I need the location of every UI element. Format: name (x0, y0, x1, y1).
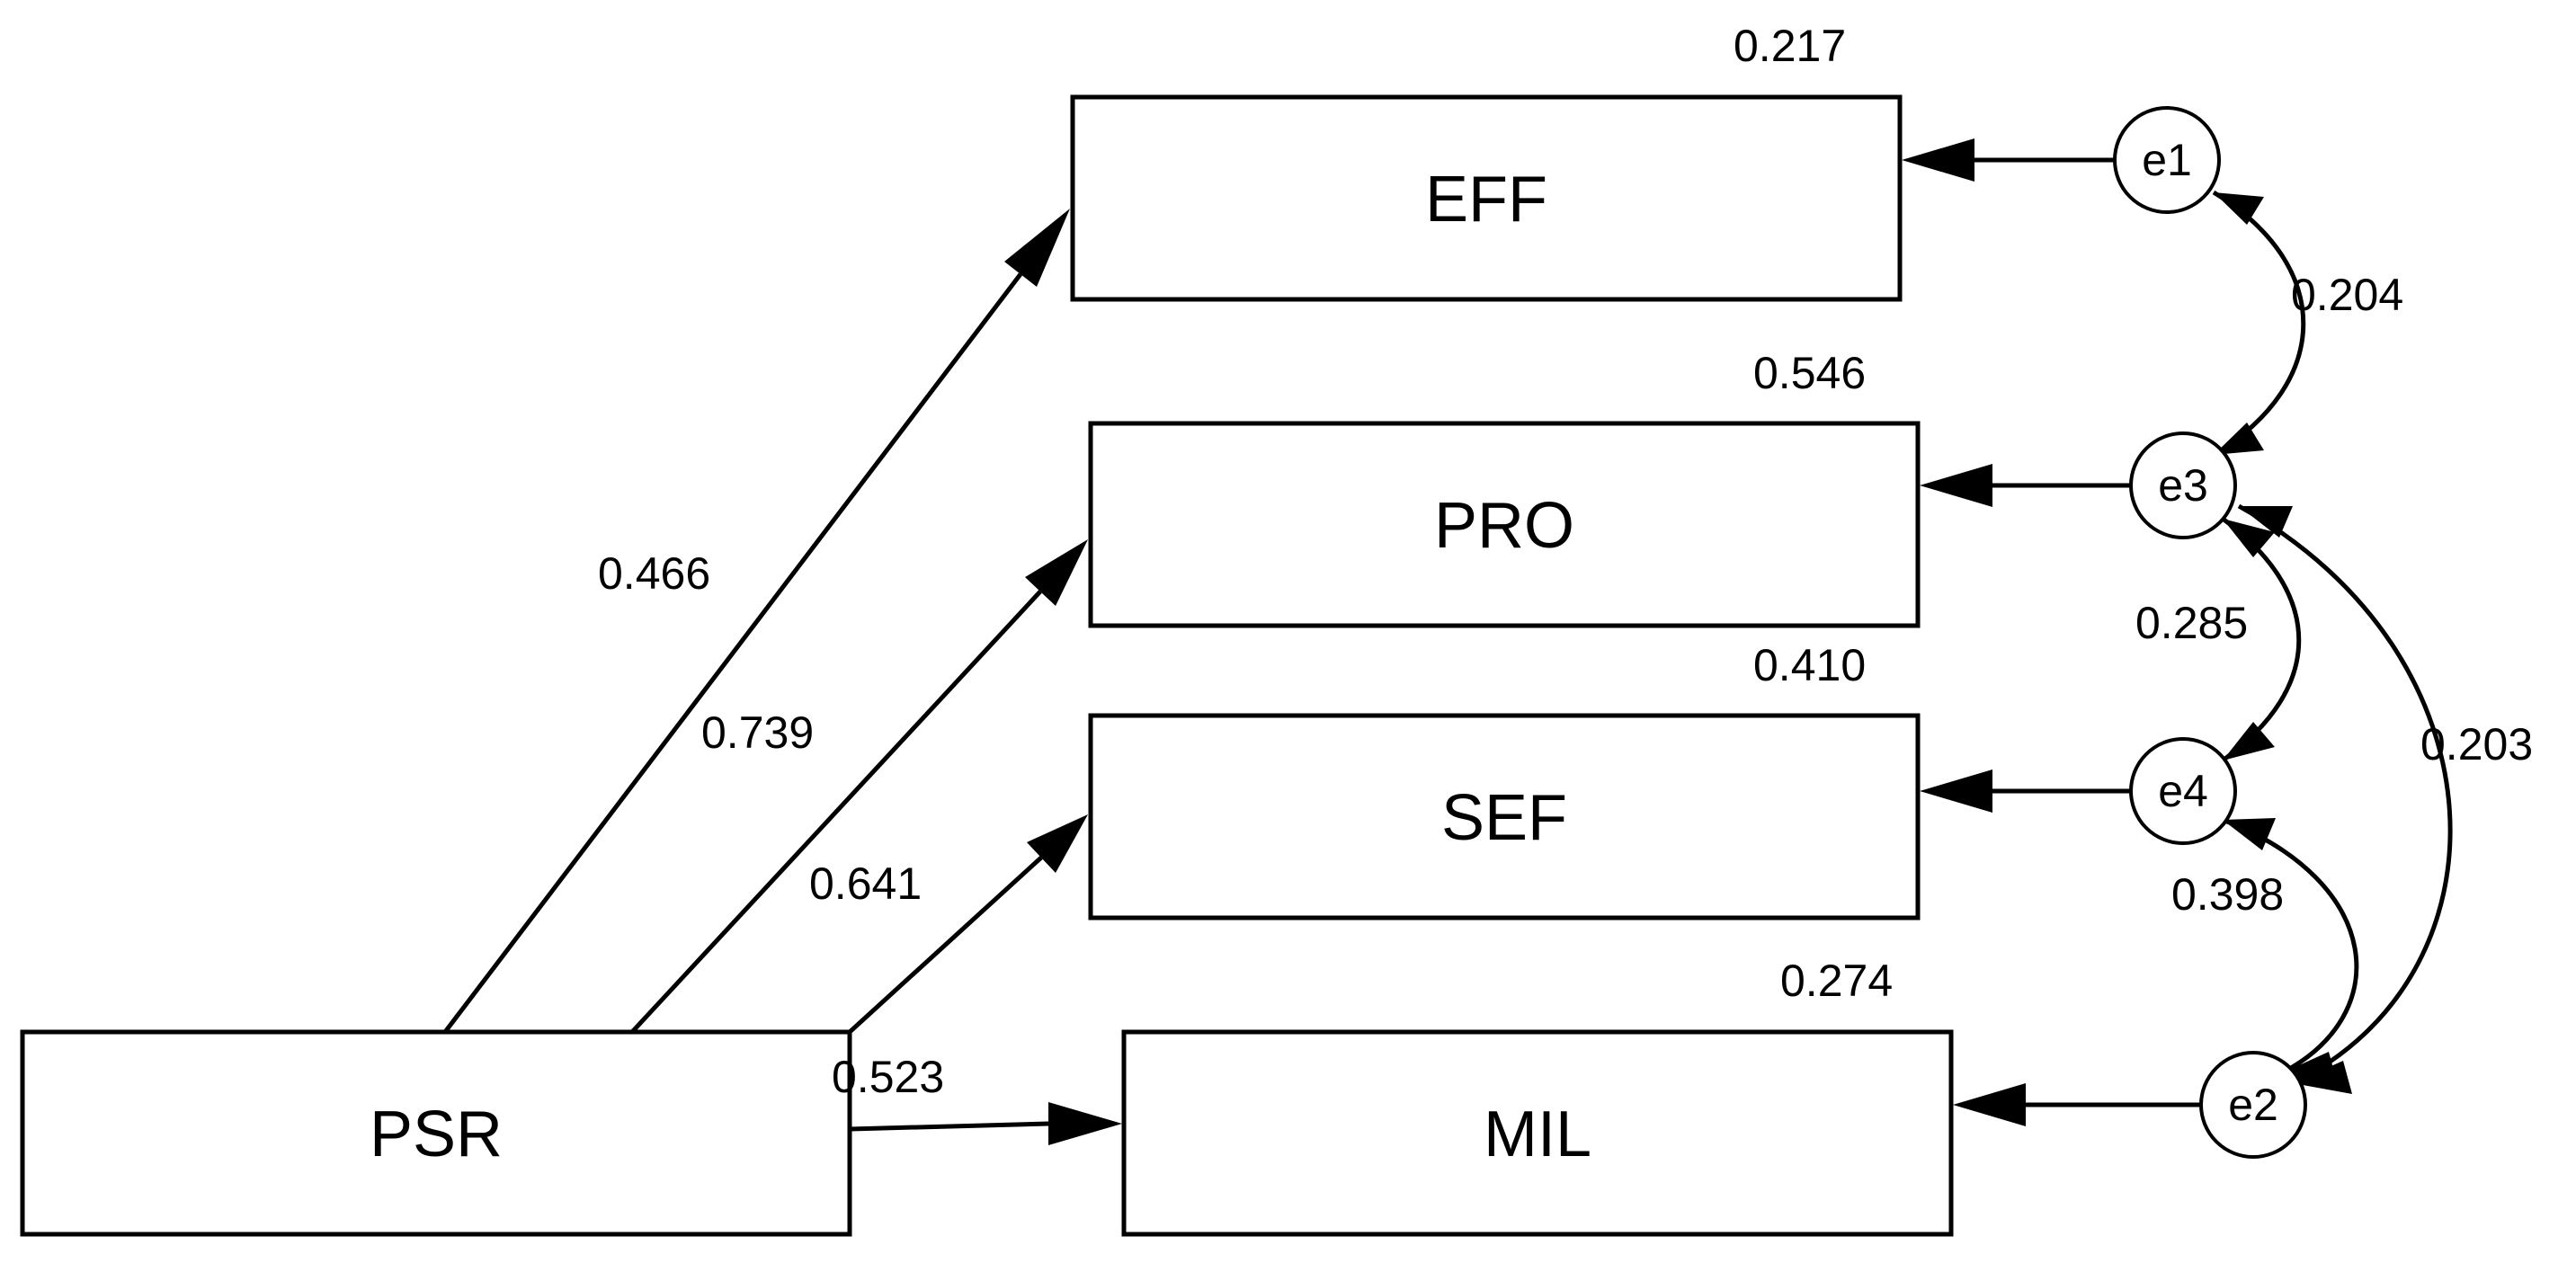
variance-mil: 0.274 (1780, 956, 1893, 1006)
covariance-coef-e4-e2: 0.398 (2171, 869, 2284, 920)
arrowhead-e2 (1953, 1083, 2026, 1126)
path-psr-pro (630, 590, 1042, 1034)
error-e1 (2113, 106, 2221, 214)
arrowhead-mil (1048, 1102, 1122, 1145)
covariance-e1-e3-head-top (2214, 192, 2264, 225)
path-psr-eff (443, 272, 1022, 1034)
node-psr (20, 1029, 852, 1237)
arrowhead-e4 (1920, 769, 1992, 813)
covariance-coef-e3-e4: 0.285 (2135, 598, 2248, 648)
error-e3 (2129, 431, 2237, 539)
covariance-e3-e4-head-bottom (2223, 722, 2275, 760)
arrowhead-pro (1025, 539, 1088, 606)
path-coef-psr-mil: 0.523 (832, 1052, 944, 1102)
arrowhead-sef (1027, 814, 1088, 873)
path-psr-sef (848, 856, 1043, 1034)
covariance-e4-e2 (2222, 817, 2359, 1077)
covariance-e3-e4-head-top (2223, 519, 2275, 557)
error-e4 (2129, 737, 2237, 845)
variance-eff: 0.217 (1734, 21, 1846, 71)
variance-sef: 0.410 (1753, 640, 1866, 690)
covariance-e1-e3-head-bottom (2214, 422, 2264, 455)
variance-pro: 0.546 (1753, 348, 1866, 398)
covariance-e1-e3 (2212, 190, 2306, 458)
arrowhead-e3 (1920, 464, 1992, 507)
node-pro-label: PRO (1434, 490, 1574, 562)
error-e2-label: e2 (2228, 1080, 2278, 1130)
error-e4-label: e4 (2158, 766, 2208, 816)
error-e1-label: e1 (2142, 135, 2192, 185)
arrowhead-eff (1004, 209, 1070, 287)
path-coef-psr-pro: 0.739 (701, 707, 814, 758)
path-coef-psr-eff: 0.466 (598, 548, 710, 599)
covariance-e3-e2-head-top (2239, 506, 2293, 538)
node-eff (1070, 94, 1903, 302)
path-psr-mil (849, 1121, 1049, 1132)
node-sef-label: SEF (1441, 782, 1567, 854)
covariance-e4-e2-head-top (2223, 818, 2276, 850)
node-eff-label: EFF (1425, 164, 1547, 236)
arrowhead-e1 (1902, 138, 1974, 182)
node-mil (1121, 1029, 1954, 1237)
covariance-e3-e2 (2237, 503, 2453, 1086)
path-coef-psr-sef: 0.641 (809, 858, 922, 909)
node-pro (1088, 421, 1921, 628)
covariance-coef-e1-e3: 0.204 (2291, 270, 2403, 320)
error-e3-label: e3 (2158, 460, 2208, 511)
covariance-e3-e2-head-bottom (2293, 1061, 2352, 1094)
node-sef (1088, 713, 1921, 921)
covariance-coef-e3-e2: 0.203 (2420, 719, 2533, 769)
node-psr-label: PSR (370, 1098, 503, 1170)
node-mil-label: MIL (1484, 1098, 1591, 1170)
error-e2 (2199, 1051, 2307, 1159)
